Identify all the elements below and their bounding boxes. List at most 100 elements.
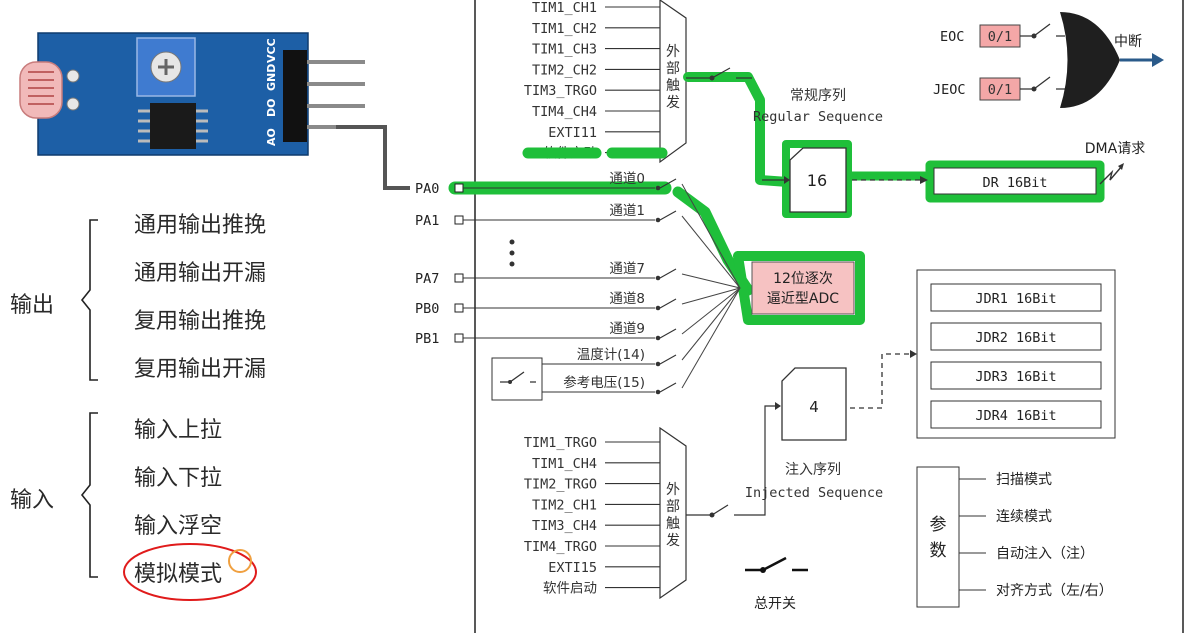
injected-trigger-label: 软件启动 [543,581,597,597]
regular-sequence-cn: 常规序列 [790,88,846,104]
interrupt-label: 中断 [1114,34,1142,50]
ao-wire [336,125,410,190]
injected-trigger-inputs: TIM1_TRGOTIM1_CH4TIM2_TRGOTIM2_CH1TIM3_C… [524,435,660,597]
regular-trigger-label: TIM2_CH2 [532,62,597,78]
injected-sequence-count: 4 [809,398,819,416]
dma-arrow-head [1118,163,1124,170]
regular-trigger-label: TIM1_CH3 [532,42,597,58]
hl-dr-box [925,160,1105,203]
injected-trigger-label: TIM3_CH4 [532,518,597,534]
photoresistor [19,61,63,119]
channel-switch-dot [655,185,661,191]
input-mode-item: 输入浮空 [134,514,222,539]
mux-label-char: 触 [666,516,680,532]
output-mode-item: 复用输出推挽 [134,309,266,334]
ic-chip-legs [138,109,208,143]
jdr-register [930,322,1102,351]
jdr-label: JDR2 16Bit [975,330,1056,346]
jdr-register [930,400,1102,429]
input-mode-item: 输入下拉 [134,466,222,491]
output-group-label: 输出 [10,293,54,318]
pin-terminal [454,183,464,193]
header-pins [307,60,365,129]
injected-trigger-mux [659,426,687,600]
mux-label-char: 外 [666,482,680,498]
channel-fan-line [681,183,741,289]
pin-label-gnd: GND [265,64,278,91]
jdr-label: JDR3 16Bit [975,369,1056,385]
dr-register [933,167,1097,195]
channel-label: 通道9 [609,321,645,337]
module-pin-labels: AO DO GND VCC [265,38,278,146]
jdr-label: JDR4 16Bit [975,408,1056,424]
channel-switch-blade [659,210,677,221]
mux-label-char: 外 [666,44,680,60]
output-mode-item: 通用输出推挽 [134,213,266,238]
mux-label-char: 触 [666,78,680,94]
reference-switch-dot [508,380,512,384]
potentiometer [136,37,196,97]
channel-fan-line [681,287,741,335]
channel-fan-line [681,287,741,361]
arrow-to-regular-head [784,176,790,184]
injected-switch-dot [709,512,715,518]
pin-label: PA7 [415,271,439,287]
channel-fan-line [681,273,741,289]
jeoc-switch-dot [1031,86,1037,92]
channel-label: 通道1 [609,203,645,219]
pin-terminal [454,333,464,343]
master-switch-icon [745,556,808,572]
params-box [916,466,960,608]
injected-trigger-label: TIM1_CH4 [532,456,597,472]
module-pin-hole-2 [66,97,80,111]
jeoc-flag-value: 0/1 [988,82,1012,98]
adc-converter-line2: 逼近型ADC [767,291,839,307]
input-mode-item: 模拟模式 [134,562,222,587]
pin-label-ao: AO [265,128,278,146]
ic-chip [150,103,196,149]
regular-sequence-en: Regular Sequence [753,109,883,125]
adc-block: TIM1_CH1TIM1_CH2TIM1_CH3TIM2_CH2TIM3_TRG… [415,0,1184,633]
injected-trigger-label: EXTI15 [548,560,597,576]
ellipsis-dot-3 [509,261,515,267]
channel-switch-blade [659,298,677,309]
injected-sequence-box [781,367,847,441]
ellipsis-dot-1 [509,239,515,245]
interrupt-arrow-head [1152,53,1164,67]
pin-terminal [454,273,464,283]
input-brace [80,412,98,578]
jeoc-switch [1020,76,1070,90]
injected-trigger-label: TIM2_TRGO [524,477,597,493]
module-pin-hole-1 [66,69,80,83]
cursor-marker [228,549,252,573]
regular-sequence-count: 16 [807,171,827,190]
mux-label-char: 部 [666,499,680,515]
output-mode-item: 复用输出开漏 [134,357,266,382]
injected-sequence-cn: 注入序列 [785,462,841,478]
channel-switch-dot [655,361,661,367]
jeoc-label: JEOC [933,82,966,98]
adc-frame [474,0,1184,633]
channel-fan-line [681,215,741,289]
channel-switch-blade [659,178,677,189]
param-item: 扫描模式 [996,472,1052,488]
param-item: 对齐方式（左/右） [996,583,1113,599]
dma-lightning-icon [1099,165,1123,185]
regular-trigger-mux [659,0,687,164]
params-title-1: 参 [930,515,947,535]
output-brace [80,219,98,381]
input-mode-item: 输入上拉 [134,418,222,443]
channel-label: 通道8 [609,291,645,307]
master-switch-label: 总开关 [754,596,796,612]
hl-trigger-path [683,72,793,187]
regular-trigger-label: TIM3_TRGO [524,83,597,99]
channel-fan-line [681,287,741,389]
